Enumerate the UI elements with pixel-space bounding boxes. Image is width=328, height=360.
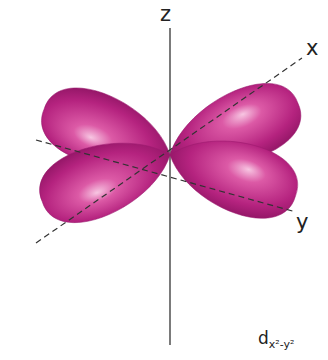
orbital-lobe	[159, 121, 306, 229]
z-axis	[169, 28, 170, 345]
orbital-name: d	[258, 330, 269, 347]
axis-label: x	[306, 38, 318, 59]
axis-label: y	[296, 212, 308, 233]
orbital-subscript: x²-y²	[269, 339, 295, 350]
orbital-lobe	[30, 122, 182, 235]
axis-label: z	[160, 4, 171, 25]
x-axis	[36, 58, 302, 243]
y-axis	[36, 140, 296, 212]
